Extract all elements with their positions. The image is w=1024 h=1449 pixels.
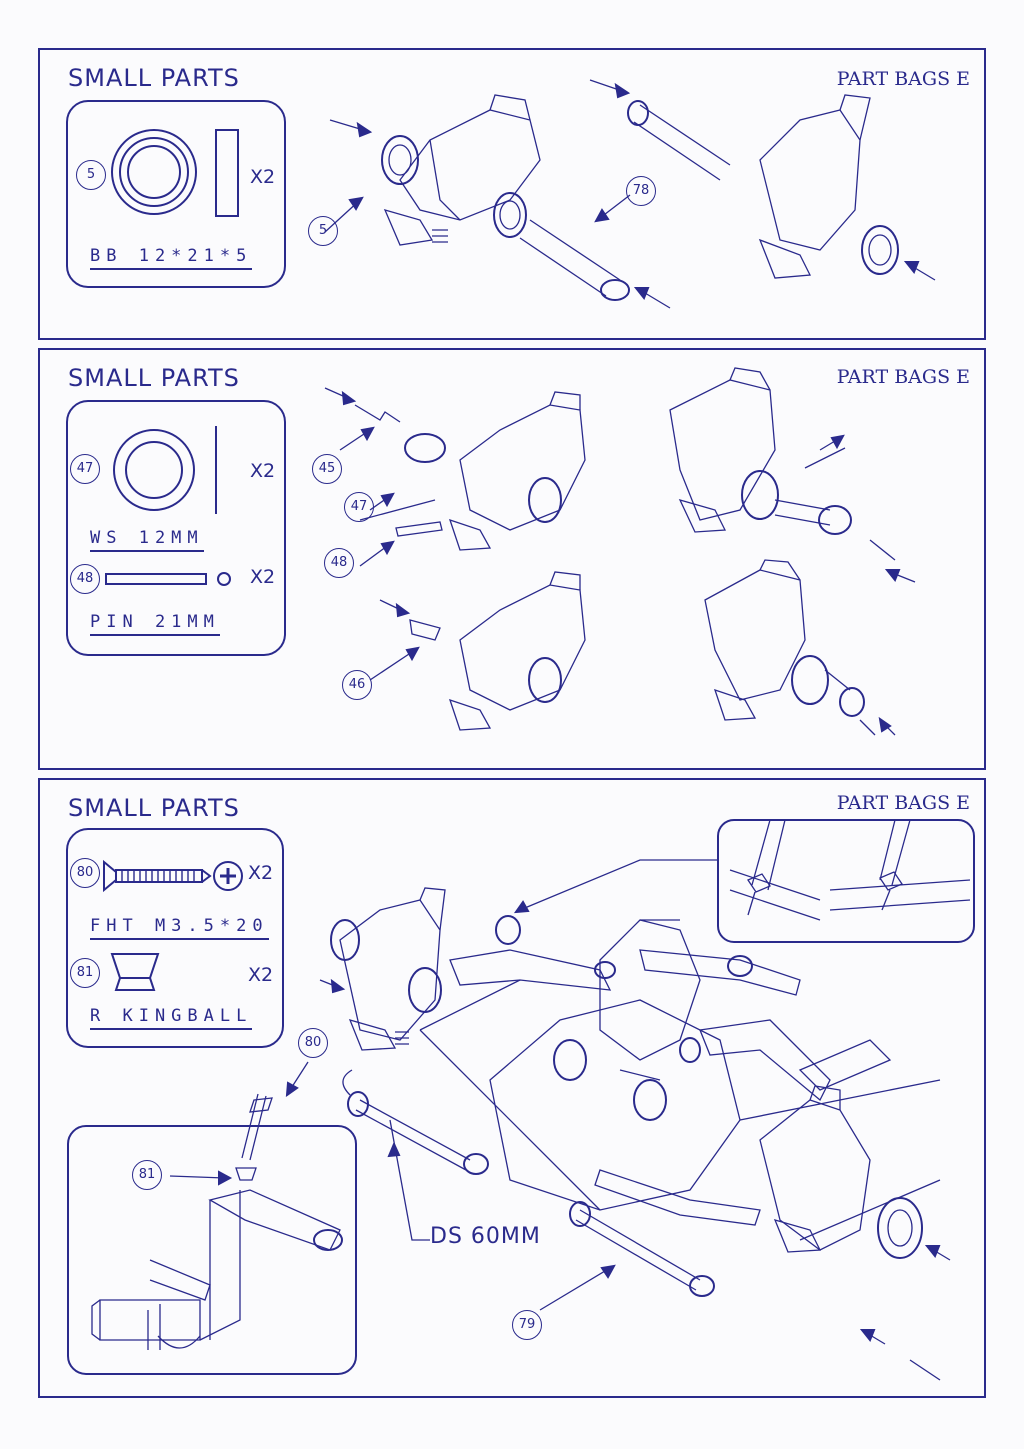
quantity-label: X2: [248, 862, 274, 884]
small-parts-heading: SMALL PARTS: [68, 364, 240, 392]
callout-80: 80: [298, 1028, 328, 1058]
callout-78: 78: [626, 176, 656, 206]
part-caption: WS 12MM: [90, 528, 204, 552]
part-number-callout: 80: [70, 858, 100, 888]
pin-icon: [105, 572, 231, 586]
part-number-callout: 81: [70, 958, 100, 988]
part-bag-label: PART BAGS E: [836, 792, 970, 814]
callout-48: 48: [324, 548, 354, 578]
assembly-panel-3: SMALL PARTS PART BAGS E 80 X2 FHT M3.5*2…: [38, 778, 986, 1398]
part-number-callout: 48: [70, 564, 100, 594]
small-parts-heading: SMALL PARTS: [68, 794, 240, 822]
part-caption: FHT M3.5*20: [90, 916, 269, 940]
part-caption: BB 12*21*5: [90, 246, 253, 270]
part-caption: R KINGBALL: [90, 1006, 253, 1030]
callout-5: 5: [308, 216, 338, 246]
quantity-label: X2: [248, 964, 274, 986]
assembly-panel-1: SMALL PARTS PART BAGS E 5 X2 BB 12*21*5 …: [38, 48, 986, 340]
part-number-callout: 5: [76, 160, 106, 190]
callout-79: 79: [512, 1310, 542, 1340]
assembly-panel-2: SMALL PARTS PART BAGS E 47 X2 WS 12MM 48…: [38, 348, 986, 770]
callout-81: 81: [132, 1160, 162, 1190]
part-bag-label: PART BAGS E: [836, 366, 970, 388]
part-caption: PIN 21MM: [90, 612, 220, 636]
callout-45: 45: [312, 454, 342, 484]
parts-box: 47 X2 WS 12MM 48 X2 PIN 21MM: [66, 400, 286, 656]
callout-46: 46: [342, 670, 372, 700]
parts-box: 5 X2 BB 12*21*5: [66, 100, 286, 288]
kingball-icon: [110, 953, 160, 991]
quantity-label: X2: [250, 166, 276, 188]
quantity-label: X2: [250, 566, 276, 588]
driveshaft-label: DS 60MM: [430, 1224, 541, 1249]
spindle-illustration: [324, 367, 916, 736]
parts-box: 80 X2 FHT M3.5*20 81 X2 R KINGBALL: [66, 828, 284, 1048]
suspension-assembly-illustration: [67, 819, 975, 1381]
washer-icon: [113, 426, 217, 514]
quantity-label: X2: [250, 460, 276, 482]
part-number-callout: 47: [70, 454, 100, 484]
bearing-icon: [111, 129, 239, 217]
small-parts-heading: SMALL PARTS: [68, 64, 240, 92]
screw-icon: [103, 859, 243, 893]
part-bag-label: PART BAGS E: [836, 68, 970, 90]
hub-carrier-illustration: [324, 79, 936, 309]
